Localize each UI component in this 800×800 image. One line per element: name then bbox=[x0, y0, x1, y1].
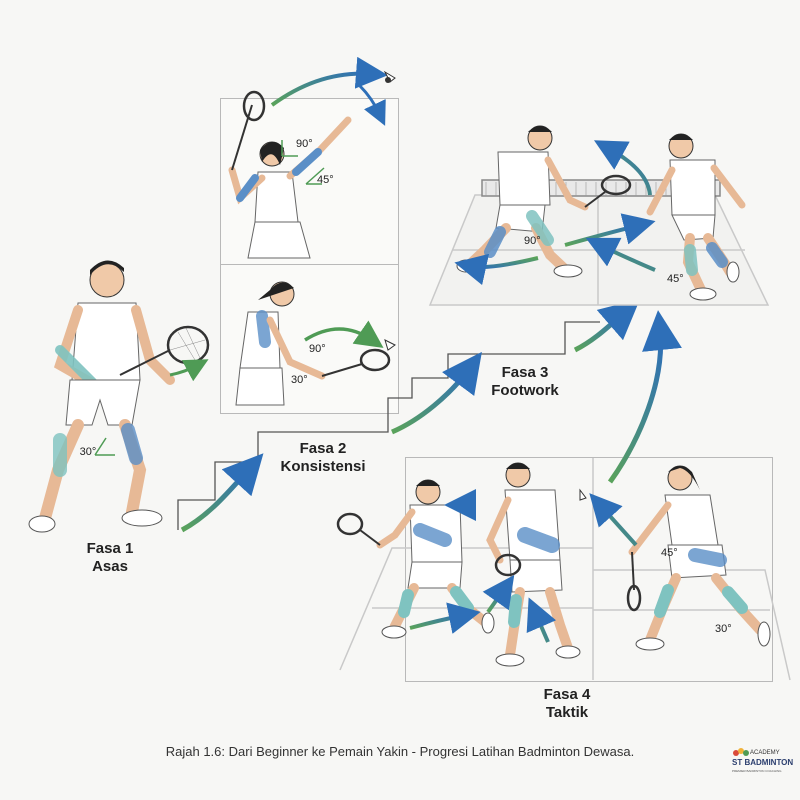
phase3-subtitle: Footwork bbox=[491, 382, 559, 399]
angle-label: 45° bbox=[667, 273, 684, 285]
phase3-court bbox=[428, 179, 770, 306]
angle-label: 30° bbox=[715, 623, 732, 635]
arrow-phase2-to-3 bbox=[391, 351, 482, 435]
phase3-label: Fasa 3 Footwork bbox=[470, 364, 580, 400]
angle-label: 90° bbox=[296, 138, 313, 150]
angle-label: 90° bbox=[309, 343, 326, 355]
phase4-right-player: 45° 30° bbox=[626, 465, 771, 651]
phase1-label: Fasa 1 Asas bbox=[55, 540, 165, 576]
logo-line3: PREMIER BADMINTON COACHING bbox=[732, 769, 782, 773]
logo-line2: ST BADMINTON bbox=[732, 758, 793, 767]
phase3-right-player: 45° bbox=[646, 133, 746, 301]
phase3-title: Fasa 3 bbox=[501, 364, 549, 381]
angle-label: 30° bbox=[291, 374, 308, 386]
figure-caption: Rajah 1.6: Dari Beginner ke Pemain Yakin… bbox=[165, 744, 635, 759]
phase2-label: Fasa 2 Konsistensi bbox=[268, 440, 378, 476]
phase1-subtitle: Asas bbox=[92, 558, 128, 575]
angle-label: 45° bbox=[661, 547, 678, 559]
phase2-top-player: 90° 45° bbox=[228, 56, 396, 259]
academy-logo: ACADEMY ST BADMINTON PREMIER BADMINTON C… bbox=[730, 745, 794, 775]
phase4-center-player bbox=[486, 462, 581, 667]
phase4-label: Fasa 4 Taktik bbox=[512, 686, 622, 722]
logo-line1: ACADEMY bbox=[750, 750, 780, 756]
arrow-to-phase3-panel bbox=[573, 298, 641, 353]
angle-label: 30° bbox=[80, 446, 97, 458]
arrow-phase4-to-3 bbox=[607, 310, 682, 484]
phase4-movement-arrows bbox=[409, 488, 638, 643]
phase1-title: Fasa 1 bbox=[86, 540, 134, 557]
phase4-panel bbox=[405, 457, 773, 682]
progress-stairs bbox=[177, 321, 600, 530]
phase2-subtitle: Konsistensi bbox=[280, 458, 366, 475]
arrow-phase1-to-2 bbox=[180, 453, 264, 533]
phase4-left-player bbox=[336, 479, 495, 639]
phase2-bottom-player: 90° 30° bbox=[235, 281, 396, 406]
angle-label: 45° bbox=[317, 174, 334, 186]
phase4-subtitle: Taktik bbox=[545, 704, 589, 721]
angle-label: 90° bbox=[524, 235, 541, 247]
phase2-title: Fasa 2 bbox=[299, 440, 347, 457]
phase4-title: Fasa 4 bbox=[543, 686, 591, 703]
phase1-player: 30° bbox=[28, 260, 210, 533]
phase3-movement-arrows bbox=[454, 140, 656, 286]
